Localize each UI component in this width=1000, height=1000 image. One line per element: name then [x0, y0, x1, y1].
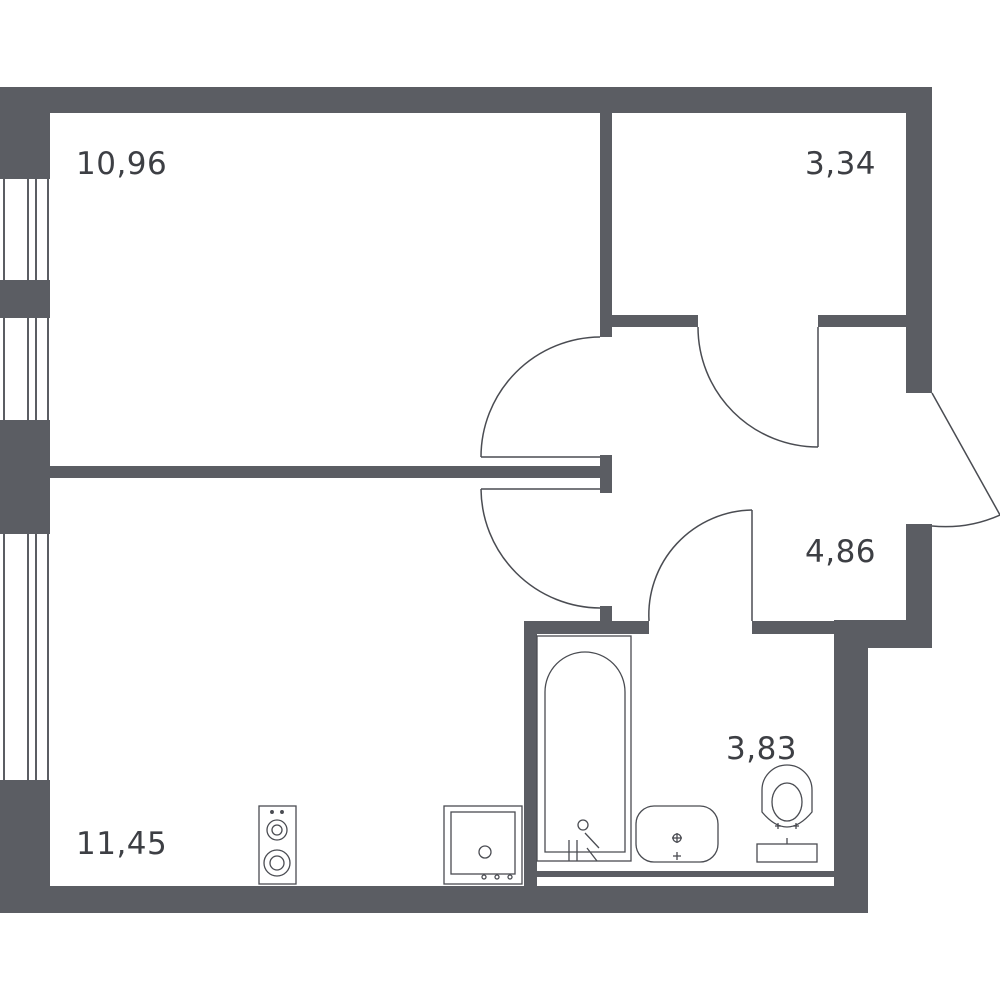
window-1	[3, 179, 49, 280]
windows	[3, 179, 49, 780]
wall-top	[0, 87, 932, 113]
wall-right-bath	[834, 620, 868, 913]
wall-left-top	[0, 87, 50, 179]
wall-divider-cap	[600, 455, 612, 493]
sink-icon	[635, 805, 719, 863]
wall-left-pier2	[0, 420, 50, 534]
interior-walls	[50, 113, 918, 913]
wall-bottom	[0, 886, 868, 913]
room-area-bathroom: 3,83	[726, 731, 798, 767]
door-entrance	[931, 392, 1000, 528]
room-area-living: 10,96	[76, 146, 168, 182]
door-living	[480, 336, 601, 458]
washer-icon	[258, 805, 297, 885]
door-kitchen	[480, 488, 601, 609]
stove-icon	[443, 805, 523, 885]
wall-vertical-top	[600, 113, 612, 337]
wall-bath-left	[524, 621, 537, 913]
doors	[480, 326, 1000, 622]
wall-storage-left	[600, 315, 698, 327]
door-storage	[697, 326, 819, 448]
toilet-icon	[756, 764, 818, 863]
wall-left-pier1	[0, 280, 50, 318]
wall-bath-bottom-strip	[537, 871, 837, 877]
window-3	[3, 534, 49, 780]
wall-stub-bath	[600, 606, 612, 626]
exterior-walls	[0, 87, 932, 913]
wall-bath-top-left	[524, 621, 649, 634]
room-area-hallway: 4,86	[805, 534, 877, 570]
room-area-kitchen: 11,45	[76, 826, 168, 862]
bathtub-icon	[536, 635, 632, 862]
window-2	[3, 318, 49, 420]
wall-living-divider	[50, 466, 602, 478]
wall-storage-right	[818, 315, 918, 327]
room-area-storage: 3,34	[805, 146, 877, 182]
wall-right-upper	[906, 87, 932, 393]
wall-bath-top-right	[752, 621, 842, 634]
door-bathroom	[648, 509, 753, 622]
